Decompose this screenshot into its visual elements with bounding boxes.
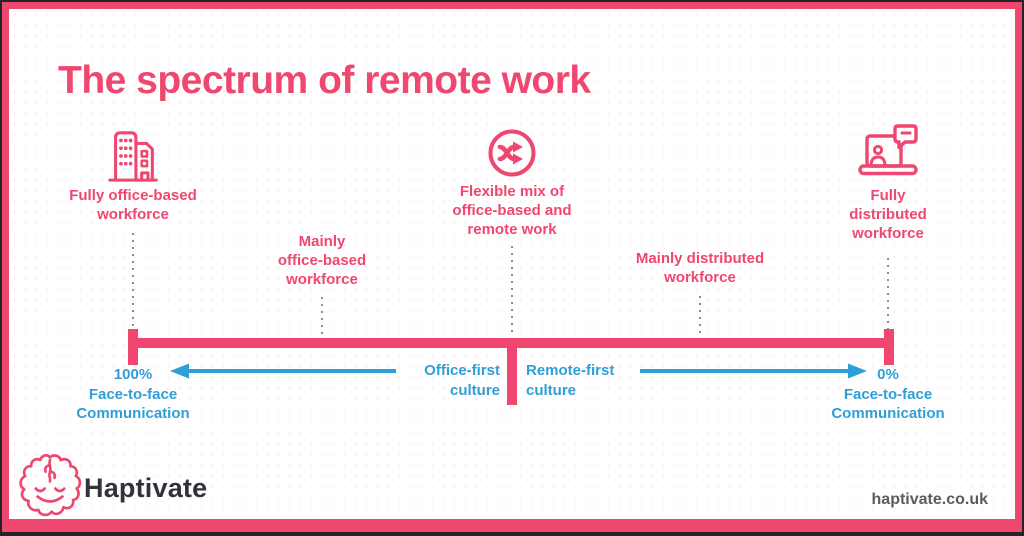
spectrum-right-cap — [884, 329, 894, 365]
right-end-label: 0% Face-to-face Communication — [831, 366, 945, 422]
office-building-icon — [104, 126, 162, 184]
arrow-left-icon — [170, 363, 396, 379]
remote-first-label: Remote-first culture — [526, 362, 615, 399]
website-url: haptivate.co.uk — [871, 491, 988, 508]
dotted-connector — [887, 258, 889, 330]
dotted-connector — [132, 233, 134, 331]
dotted-connector — [699, 296, 701, 336]
brand-name: Haptivate — [84, 473, 208, 503]
point-label-fully-office-based: Fully office-based workforce — [69, 187, 197, 224]
spectrum-center-divider — [507, 340, 517, 405]
office-first-label: Office-first culture — [424, 362, 500, 399]
laptop-icon — [855, 122, 921, 184]
point-label-fully-distributed: Fully distributed workforce — [849, 187, 927, 243]
point-label-mainly-office-based: Mainly office-based workforce — [277, 233, 367, 289]
left-end-label: 100% Face-to-face Communication — [76, 366, 190, 422]
point-label-flexible-mix: Flexible mix of office-based and remote … — [452, 183, 572, 239]
arrow-right-icon — [640, 363, 867, 379]
dotted-connector — [511, 246, 513, 336]
dotted-connector — [321, 297, 323, 336]
page-title: The spectrum of remote work — [58, 59, 591, 102]
point-label-mainly-distributed: Mainly distributed workforce — [635, 250, 765, 287]
brain-icon — [18, 450, 82, 520]
shuffle-icon — [486, 127, 538, 179]
spectrum-left-cap — [128, 329, 138, 365]
